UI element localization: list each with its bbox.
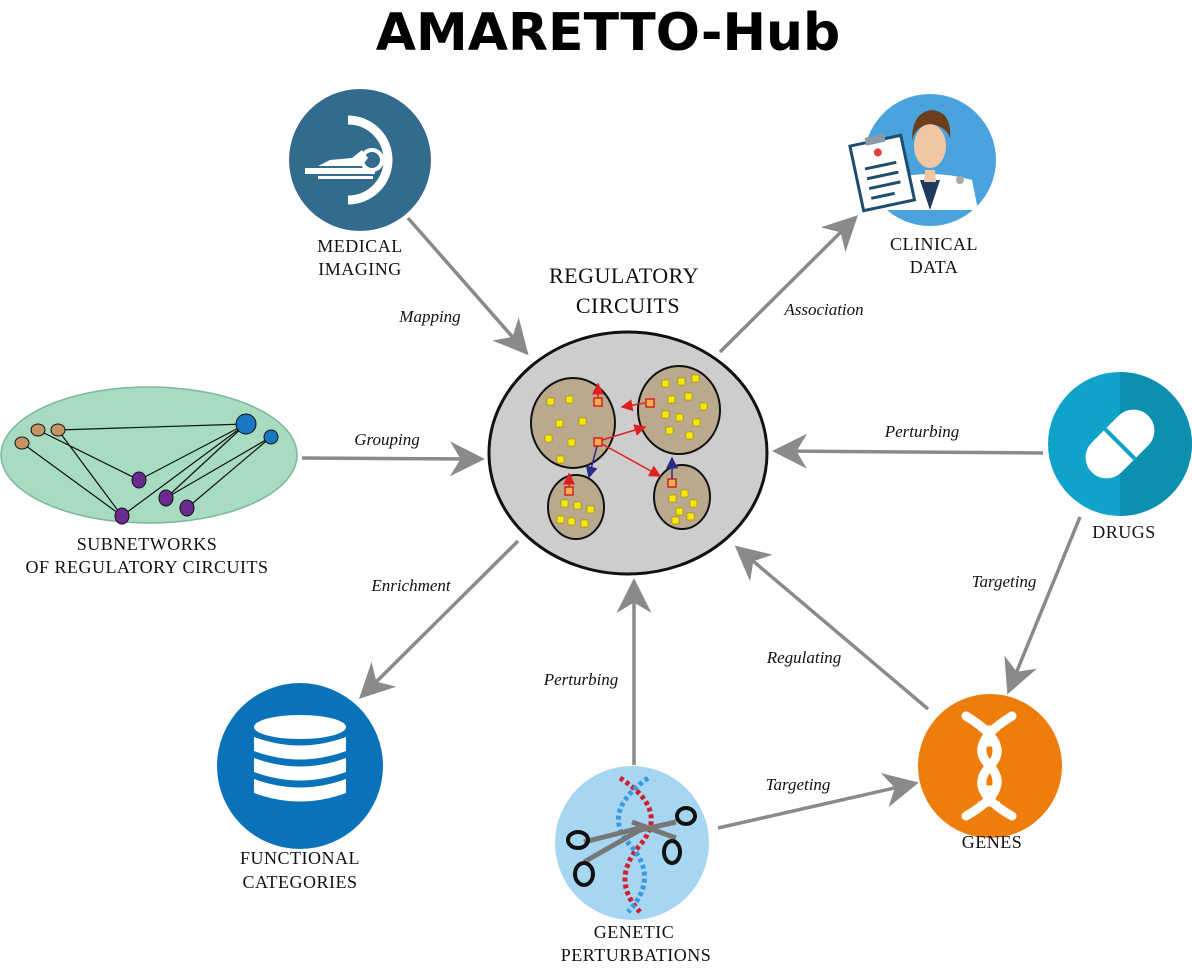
regulatory-circuits <box>487 330 769 576</box>
subnetwork-ellipse <box>0 386 298 524</box>
module-2 <box>637 365 721 455</box>
medical-imaging-label-1: MEDICAL <box>317 236 403 256</box>
edge-label-targeting-drugs: Targeting <box>972 572 1037 591</box>
clinical-data-label-1: CLINICAL <box>890 234 978 254</box>
genetic-perturbations-node: GENETIC PERTURBATIONS <box>555 766 711 965</box>
center-label-line2: CIRCUITS <box>576 293 680 318</box>
subnetworks-label-1: SUBNETWORKS <box>77 534 218 554</box>
gene-squares <box>544 374 708 528</box>
genes-label: GENES <box>962 832 1023 852</box>
edge-label-association: Association <box>783 300 863 319</box>
functional-categories-label-2: CATEGORIES <box>242 872 357 892</box>
clipboard-icon <box>848 133 917 213</box>
regulatory-circuits-ellipse <box>487 330 769 576</box>
genetic-perturbations-label-1: GENETIC <box>594 922 674 942</box>
arrow-targeting-drugs <box>1004 516 1082 695</box>
genetic-perturbations-label-2: PERTURBATIONS <box>561 945 711 965</box>
arrow-perturbing-drugs <box>772 433 1044 469</box>
genes-node: GENES <box>918 694 1062 852</box>
arrow-mapping <box>406 216 529 356</box>
edge-label-enrichment: Enrichment <box>370 576 452 595</box>
arrow-association <box>718 215 858 354</box>
drugs-node: DRUGS <box>1048 372 1192 542</box>
edge-label-perturbing-genetic: Perturbing <box>543 670 619 689</box>
subnetworks-node: SUBNETWORKS OF REGULATORY CIRCUITS <box>0 386 298 577</box>
subnetworks-label-2: OF REGULATORY CIRCUITS <box>25 557 268 577</box>
diagram-title: AMARETTO-Hub <box>376 3 840 63</box>
edge-label-targeting-genetic: Targeting <box>766 775 831 794</box>
edge-label-mapping: Mapping <box>398 307 460 326</box>
functional-categories-label-1: FUNCTIONAL <box>240 848 360 868</box>
edge-label-perturbing-drugs: Perturbing <box>884 422 960 441</box>
network-nodes <box>14 413 279 525</box>
module-1 <box>530 377 616 469</box>
medical-imaging-label-2: IMAGING <box>318 259 402 279</box>
center-label-line1: REGULATORY <box>549 263 699 288</box>
crispr-dna-icon <box>555 766 709 920</box>
arrow-grouping <box>301 441 485 477</box>
functional-categories-node: FUNCTIONAL CATEGORIES <box>217 683 383 892</box>
edge-label-grouping: Grouping <box>354 430 420 449</box>
regulation-arrows <box>563 382 678 487</box>
regulator-squares <box>564 397 677 496</box>
clinical-data-node: CLINICAL DATA <box>848 94 996 277</box>
arrow-targeting-genetic <box>717 773 919 830</box>
clinical-data-label-2: DATA <box>910 257 959 277</box>
database-icon <box>217 683 383 849</box>
edge-label-regulating: Regulating <box>766 648 842 667</box>
arrow-enrichment <box>359 539 520 699</box>
arrow-regulating <box>734 545 930 711</box>
network-edges <box>21 423 272 517</box>
scissors-icon <box>566 806 697 887</box>
drugs-label: DRUGS <box>1092 522 1156 542</box>
medical-imaging-node: MEDICAL IMAGING <box>289 89 431 279</box>
edges <box>301 215 1082 830</box>
